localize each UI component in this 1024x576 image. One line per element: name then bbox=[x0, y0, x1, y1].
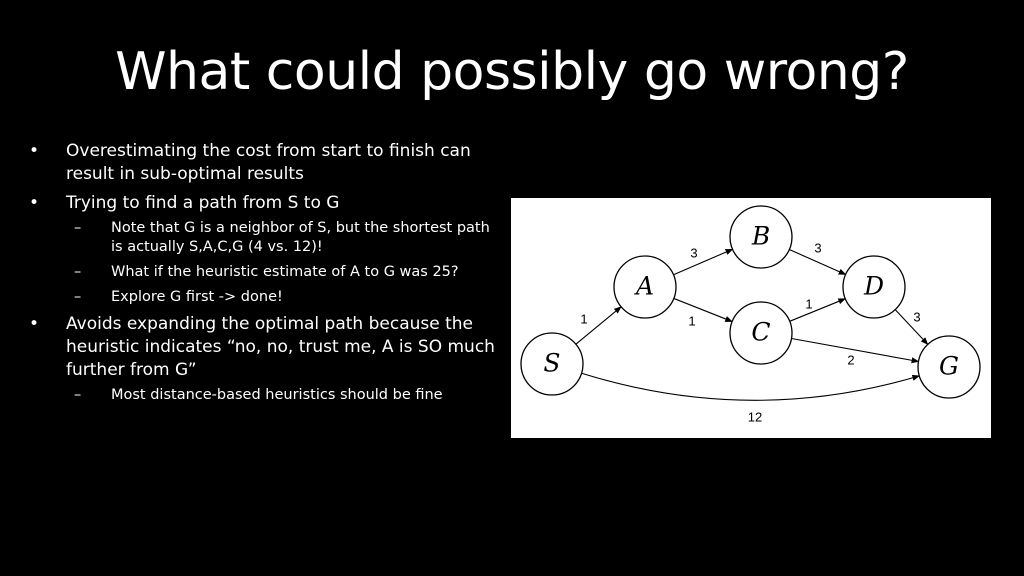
node-label-b: B bbox=[751, 222, 770, 251]
sub-bullet-list: – Note that G is a neighbor of S, but th… bbox=[66, 219, 498, 307]
node-circle-c bbox=[729, 301, 793, 365]
node-a: A bbox=[613, 255, 677, 319]
bullet-icon: • bbox=[28, 314, 40, 334]
node-label-g: G bbox=[939, 352, 959, 381]
bullet-item: • Avoids expanding the optimal path beca… bbox=[28, 313, 498, 405]
node-label-a: A bbox=[634, 272, 654, 301]
dash-icon: – bbox=[74, 289, 82, 305]
edge-a-c bbox=[673, 297, 733, 323]
bullet-text: Trying to find a path from S to G bbox=[66, 193, 340, 213]
edge-weight-b-d: 3 bbox=[814, 240, 821, 255]
bullet-icon: • bbox=[28, 141, 40, 161]
slide-title: What could possibly go wrong? bbox=[115, 42, 909, 102]
node-circle-s bbox=[520, 332, 584, 396]
node-label-c: C bbox=[751, 318, 770, 347]
node-c: C bbox=[729, 301, 793, 365]
edge-weight-s-a: 1 bbox=[580, 311, 587, 326]
edge-weight-s-g: 12 bbox=[748, 409, 762, 424]
bullet-text: Overestimating the cost from start to fi… bbox=[66, 141, 471, 184]
node-s: S bbox=[520, 332, 584, 396]
node-label-s: S bbox=[543, 349, 560, 378]
node-d: D bbox=[842, 255, 906, 319]
dash-icon: – bbox=[74, 220, 82, 236]
edge-a-b bbox=[673, 248, 734, 276]
edge-weight-a-b: 3 bbox=[690, 245, 697, 260]
edge-d-g bbox=[894, 309, 929, 345]
bullet-item: • Trying to find a path from S to G – No… bbox=[28, 192, 498, 307]
sub-bullet-item: – Most distance-based heuristics should … bbox=[28, 386, 498, 405]
bullet-icon: • bbox=[28, 193, 40, 213]
bullet-list: • Overestimating the cost from start to … bbox=[28, 140, 498, 411]
edge-s-a bbox=[575, 306, 622, 345]
dash-icon: – bbox=[74, 387, 82, 403]
dash-icon: – bbox=[74, 264, 82, 280]
sub-bullet-item: – Explore G first -> done! bbox=[28, 288, 498, 307]
edge-c-g bbox=[791, 337, 920, 364]
edge-b-d bbox=[789, 249, 847, 275]
bullet-item: • Overestimating the cost from start to … bbox=[28, 140, 498, 186]
edge-c-d bbox=[789, 298, 847, 322]
sub-bullet-item: – Note that G is a neighbor of S, but th… bbox=[28, 219, 498, 257]
node-g: G bbox=[917, 335, 981, 399]
edge-s-g bbox=[581, 372, 921, 401]
sub-bullet-item: – What if the heuristic estimate of A to… bbox=[28, 263, 498, 282]
node-circle-d bbox=[842, 255, 906, 319]
sub-bullet-text: Explore G first -> done! bbox=[111, 289, 283, 305]
sub-bullet-list: – Most distance-based heuristics should … bbox=[66, 386, 498, 405]
sub-bullet-text: What if the heuristic estimate of A to G… bbox=[111, 264, 459, 280]
edge-weight-c-d: 1 bbox=[805, 296, 812, 311]
graph-nodes: S A B C D G bbox=[520, 205, 981, 399]
edge-weight-d-g: 3 bbox=[913, 309, 920, 324]
node-circle-b bbox=[729, 205, 793, 269]
node-circle-a bbox=[613, 255, 677, 319]
edge-weight-a-c: 1 bbox=[688, 313, 695, 328]
bullet-text: Avoids expanding the optimal path becaus… bbox=[66, 314, 495, 380]
node-b: B bbox=[729, 205, 793, 269]
sub-bullet-text: Note that G is a neighbor of S, but the … bbox=[111, 220, 490, 255]
edge-weight-c-g: 2 bbox=[847, 352, 854, 367]
node-label-d: D bbox=[863, 272, 884, 301]
sub-bullet-text: Most distance-based heuristics should be… bbox=[111, 387, 443, 403]
node-circle-g bbox=[917, 335, 981, 399]
